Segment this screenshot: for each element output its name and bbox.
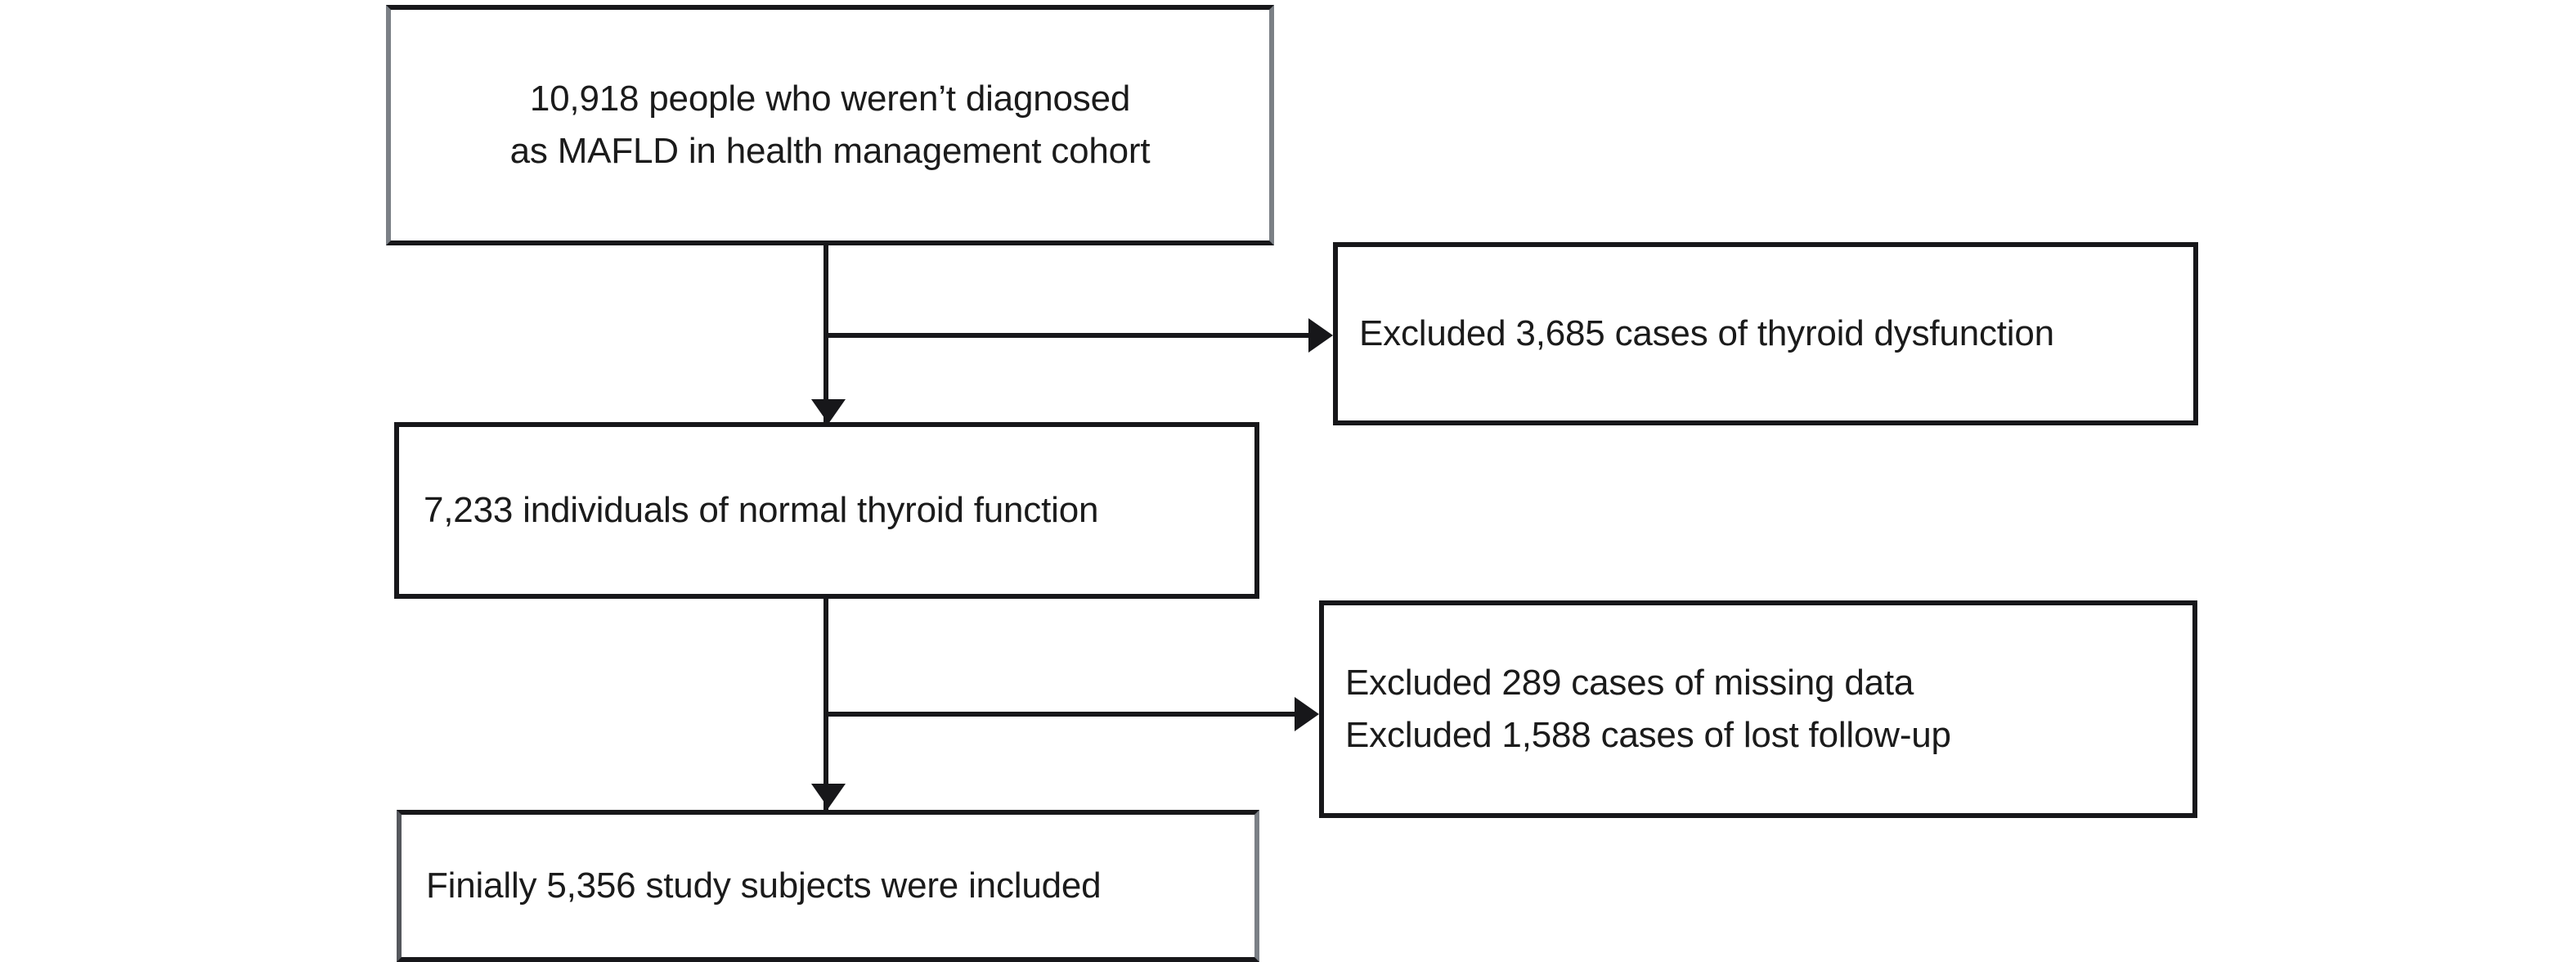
node-normal-thyroid-function-line-1: 7,233 individuals of normal thyroid func… [424, 490, 1099, 530]
node-normal-thyroid-function: 7,233 individuals of normal thyroid func… [394, 422, 1259, 599]
arrowhead-right-to-excluded-thyroid [1308, 318, 1333, 353]
connector-cohort-to-normal-thyroid-stem [824, 245, 828, 427]
node-baseline-cohort: 10,918 people who weren’t diagnosed as M… [386, 5, 1274, 245]
node-baseline-cohort-line-2: as MAFLD in health management cohort [509, 131, 1151, 171]
arrowhead-right-to-excluded-data [1295, 697, 1319, 731]
connector-normal-thyroid-to-final-stem [824, 599, 828, 811]
node-excluded-thyroid-dysfunction-line-1: Excluded 3,685 cases of thyroid dysfunct… [1359, 313, 2054, 353]
node-excluded-thyroid-dysfunction: Excluded 3,685 cases of thyroid dysfunct… [1333, 242, 2198, 425]
node-excluded-missing-and-lost: Excluded 289 cases of missing data Exclu… [1319, 600, 2197, 818]
node-final-study-subjects: Finially 5,356 study subjects were inclu… [397, 810, 1259, 962]
arrowhead-down-to-normal-thyroid [811, 399, 846, 424]
node-excluded-missing-data-line-1: Excluded 289 cases of missing data [1345, 663, 1914, 703]
node-excluded-lost-followup-line-2: Excluded 1,588 cases of lost follow-up [1345, 715, 1951, 755]
arrowhead-down-to-final [811, 784, 846, 808]
connector-branch-to-excluded-thyroid [828, 333, 1310, 338]
connector-branch-to-excluded-data [828, 712, 1296, 717]
node-baseline-cohort-line-1: 10,918 people who weren’t diagnosed [529, 79, 1131, 119]
node-final-study-subjects-line-1: Finially 5,356 study subjects were inclu… [426, 865, 1102, 906]
